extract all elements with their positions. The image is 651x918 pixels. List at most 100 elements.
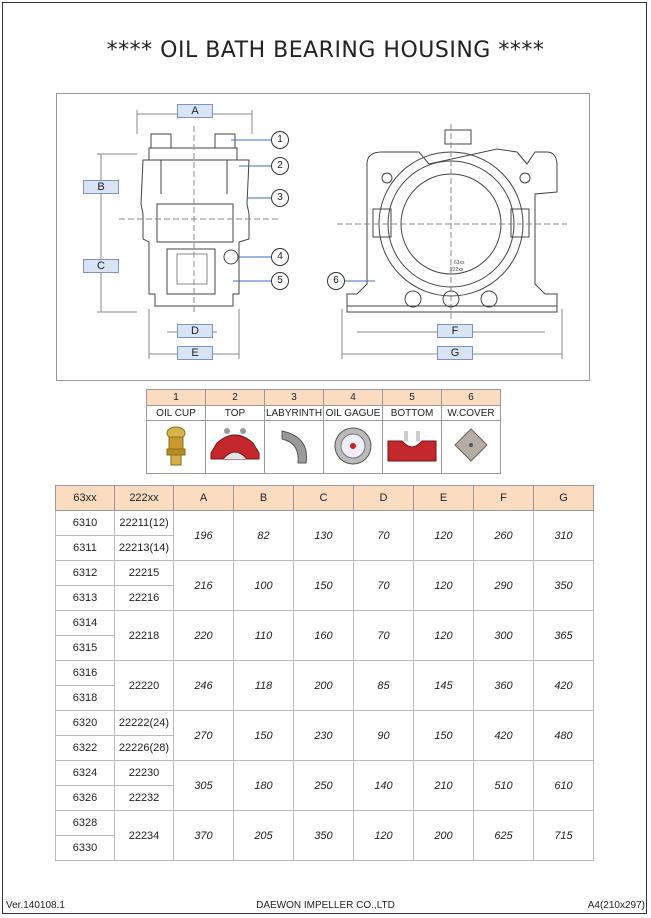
cell-g: 420 — [533, 660, 594, 711]
side-view — [97, 110, 281, 359]
cell-e: 210 — [413, 760, 474, 811]
part-label: OIL GAGUE — [323, 405, 383, 421]
part-label: W.COVER — [441, 405, 501, 421]
table-row: 6322 22226(28) — [55, 735, 594, 761]
cell-g: 350 — [533, 560, 594, 611]
cell-e: 120 — [413, 510, 474, 561]
part-num: 5 — [382, 389, 442, 406]
dim-label-f: F — [437, 324, 473, 338]
cell-222xx: 22213(14) — [114, 535, 174, 561]
table-row: 6330 — [55, 835, 594, 861]
cell-f: 420 — [473, 710, 534, 761]
part-num: 2 — [205, 389, 265, 406]
cell-c: 160 — [293, 610, 354, 661]
part-label: OIL CUP — [146, 405, 206, 421]
dim-label-c: C — [83, 259, 119, 273]
dim-label-g: G — [437, 346, 473, 360]
cell-b: 205 — [233, 810, 294, 861]
cell-222xx: 22218 — [114, 610, 174, 661]
cell-c: 350 — [293, 810, 354, 861]
cell-e: 120 — [413, 610, 474, 661]
table-row: 6326 22232 — [55, 785, 594, 811]
cell-e: 200 — [413, 810, 474, 861]
callout-1: 1 — [271, 131, 289, 149]
cell-d: 70 — [353, 610, 414, 661]
front-view — [337, 124, 567, 359]
cell-f: 625 — [473, 810, 534, 861]
col-header: 222xx — [114, 485, 174, 511]
table-row: 6324 22230 305 180 250 140 210 510 610 — [55, 760, 594, 811]
part-num: 4 — [323, 389, 383, 406]
side-text-63xx: 63xx — [454, 260, 465, 266]
table-row: 6315 — [55, 635, 594, 661]
col-header: B — [233, 485, 294, 511]
part-label: LABYRINTH — [264, 405, 324, 421]
cell-63xx: 6328 — [55, 810, 115, 836]
cover-plate-icon — [441, 420, 501, 474]
cell-63xx: 6320 — [55, 710, 115, 736]
cell-b: 100 — [233, 560, 294, 611]
cell-b: 82 — [233, 510, 294, 561]
cell-222xx: 22222(24) — [114, 710, 174, 736]
cell-a: 270 — [173, 710, 234, 761]
cell-e: 120 — [413, 560, 474, 611]
table-row: 6310 22211(12) 196 82 130 70 120 260 310 — [55, 510, 594, 561]
part-label: TOP — [205, 405, 265, 421]
page-title: **** OIL BATH BEARING HOUSING **** — [106, 38, 545, 63]
col-header: A — [173, 485, 234, 511]
cell-a: 216 — [173, 560, 234, 611]
cell-222xx: 22211(12) — [114, 510, 174, 536]
cell-d: 85 — [353, 660, 414, 711]
cell-d: 120 — [353, 810, 414, 861]
callout-3: 3 — [271, 189, 289, 207]
cell-a: 246 — [173, 660, 234, 711]
callout-2: 2 — [271, 157, 289, 175]
cell-b: 118 — [233, 660, 294, 711]
side-text-222xx: 222xx — [450, 267, 464, 273]
callout-4: 4 — [271, 248, 289, 266]
housing-bottom-icon — [382, 420, 442, 474]
cell-63xx: 6315 — [55, 635, 115, 661]
cell-a: 196 — [173, 510, 234, 561]
footer-paper-size: A4(210x297) — [587, 900, 645, 911]
cell-c: 230 — [293, 710, 354, 761]
cell-63xx: 6310 — [55, 510, 115, 536]
cell-63xx: 6322 — [55, 735, 115, 761]
cell-d: 70 — [353, 560, 414, 611]
cell-b: 110 — [233, 610, 294, 661]
cell-f: 360 — [473, 660, 534, 711]
cell-222xx: 22230 — [114, 760, 174, 786]
cell-f: 290 — [473, 560, 534, 611]
cell-g: 365 — [533, 610, 594, 661]
cell-63xx: 6326 — [55, 785, 115, 811]
col-header: E — [413, 485, 474, 511]
cell-a: 370 — [173, 810, 234, 861]
col-header: 63xx — [55, 485, 115, 511]
callout-6: 6 — [327, 272, 345, 290]
part-label: BOTTOM — [382, 405, 442, 421]
table-row: 6314 22218 220 110 160 70 120 300 365 — [55, 610, 594, 661]
col-header: C — [293, 485, 354, 511]
oil-cup-icon — [146, 420, 206, 474]
cell-222xx: 22216 — [114, 585, 174, 611]
cell-c: 130 — [293, 510, 354, 561]
cell-222xx: 22215 — [114, 560, 174, 586]
footer-version: Ver.140108.1 — [6, 900, 65, 911]
cell-222xx: 22234 — [114, 810, 174, 861]
dim-label-a: A — [177, 104, 213, 118]
cell-d: 140 — [353, 760, 414, 811]
cell-g: 610 — [533, 760, 594, 811]
cell-63xx: 6311 — [55, 535, 115, 561]
part-num: 1 — [146, 389, 206, 406]
cell-a: 220 — [173, 610, 234, 661]
cell-63xx: 6318 — [55, 685, 115, 711]
drawing-svg: 63xx 222xx — [97, 110, 567, 359]
cell-f: 510 — [473, 760, 534, 811]
part-num: 6 — [441, 389, 501, 406]
table-row: 6316 22220 246 118 200 85 145 360 420 — [55, 660, 594, 711]
table-row: 6312 22215 216 100 150 70 120 290 350 — [55, 560, 594, 611]
cell-e: 145 — [413, 660, 474, 711]
cell-c: 150 — [293, 560, 354, 611]
housing-top-icon — [205, 420, 265, 474]
